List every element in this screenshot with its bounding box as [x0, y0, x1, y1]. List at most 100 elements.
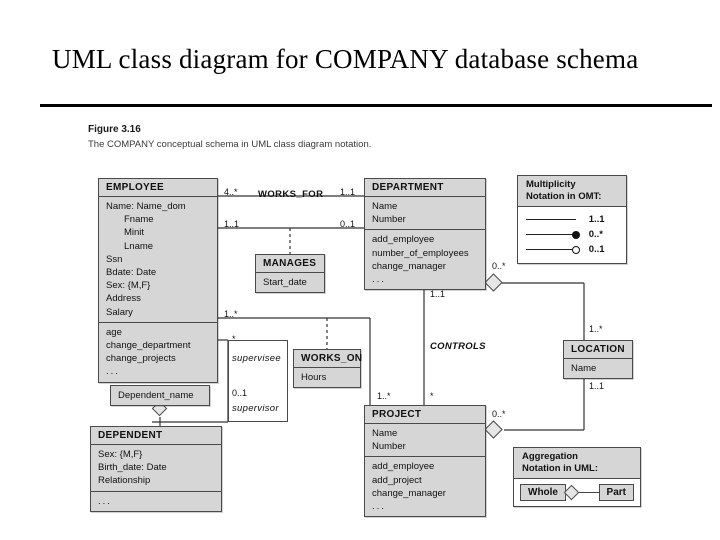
- legend-aggregation: Aggregation Notation in UML: Whole Part: [513, 447, 641, 507]
- legend-aggregation-body: Whole Part: [514, 479, 640, 506]
- op: add_employee: [372, 461, 435, 473]
- attr: Start_date: [263, 277, 307, 288]
- multiplicity-location-bottom: 1..1: [589, 381, 605, 391]
- legend-value: 0..1: [588, 244, 605, 255]
- op: add_project: [372, 474, 422, 486]
- class-project-title: PROJECT: [365, 406, 485, 424]
- attr: Name: [372, 201, 398, 212]
- class-works-on-title: WORKS_ON: [294, 350, 362, 368]
- legend-multiplicity-body: 1..1 0..* 0..1: [518, 207, 626, 263]
- class-dependent-operations: ...: [91, 490, 221, 511]
- attr: Name: Name_dom: [106, 201, 186, 212]
- legend-multiplicity-title-line2: Notation in OMT:: [526, 191, 602, 202]
- class-employee-title: EMPLOYEE: [99, 179, 217, 197]
- multiplicity-department-controls: 1..1: [430, 289, 446, 299]
- attr: Fname: [124, 214, 154, 226]
- attr: Bdate: Date: [106, 267, 157, 279]
- legend-multiplicity: Multiplicity Notation in OMT: 1..1 0..* …: [517, 175, 627, 264]
- op: change_manager: [372, 487, 446, 499]
- class-department-attributes: Name Number: [365, 197, 485, 229]
- attr: Sex: {M,F}: [98, 449, 143, 460]
- figure-label: Figure 3.16: [88, 124, 141, 135]
- association-label-works-for: WORKS_FOR: [258, 189, 324, 200]
- whole-chip: Whole: [520, 484, 566, 501]
- class-project-operations: add_employee add_project change_manager …: [365, 456, 485, 516]
- multiplicity-employee-works-on: 1..*: [224, 309, 238, 319]
- class-dependent-title: DEPENDENT: [91, 427, 221, 445]
- class-project[interactable]: PROJECT Name Number add_employee add_pro…: [364, 405, 486, 518]
- multiplicity-department-manages: 0..1: [340, 219, 356, 229]
- title-divider: [40, 104, 712, 107]
- class-manages-title: MANAGES: [256, 255, 324, 273]
- multiplicity-employee-manages: 1..1: [224, 219, 240, 229]
- class-dependent[interactable]: DEPENDENT Sex: {M,F} Birth_date: Date Re…: [90, 426, 222, 512]
- attr: Number: [372, 214, 406, 226]
- legend-aggregation-title-line2: Notation in UML:: [522, 463, 598, 474]
- attr: Salary: [106, 306, 133, 318]
- page-title: UML class diagram for COMPANY database s…: [52, 44, 639, 74]
- legend-multiplicity-title: Multiplicity Notation in OMT:: [518, 176, 626, 207]
- op: ...: [106, 366, 120, 378]
- attr: Name: [372, 428, 398, 439]
- filled-circle-icon: [526, 229, 583, 241]
- association-class-works-on[interactable]: WORKS_ON Hours: [293, 349, 362, 389]
- legend-aggregation-title: Aggregation Notation in UML:: [514, 448, 640, 479]
- legend-value: 1..1: [588, 214, 605, 225]
- multiplicity-project-controls: *: [430, 391, 434, 401]
- plain-line-icon: [526, 214, 583, 226]
- multiplicity-department-works-for: 1..1: [340, 187, 356, 197]
- op: ...: [372, 501, 386, 513]
- legend-value: 0..*: [588, 229, 603, 240]
- association-class-manages[interactable]: MANAGES Start_date: [255, 254, 325, 294]
- attr: Address: [106, 293, 141, 305]
- attr: Hours: [301, 372, 327, 383]
- multiplicity-employee-works-for: 4..*: [224, 187, 238, 197]
- class-location-attributes: Name: [564, 359, 632, 378]
- aggregation-example: Whole Part: [520, 484, 634, 501]
- class-employee-operations: age change_department change_projects ..…: [99, 321, 217, 382]
- multiplicity-employee-supervisee: *: [232, 334, 236, 344]
- class-location[interactable]: LOCATION Name: [563, 340, 633, 380]
- association-label-controls: CONTROLS: [430, 341, 486, 352]
- legend-row: 1..1: [526, 212, 618, 227]
- legend-row: 0..1: [526, 242, 618, 257]
- op: add_employee: [372, 234, 435, 246]
- attr: Number: [372, 441, 406, 453]
- op: change_projects: [106, 353, 176, 365]
- class-manages-attributes: Start_date: [256, 273, 324, 292]
- class-works-on-attributes: Hours: [294, 368, 360, 387]
- multiplicity-department-locations: 0..*: [492, 261, 506, 271]
- hollow-circle-icon: [526, 244, 583, 256]
- supervision-association-panel: [228, 340, 288, 422]
- op: ...: [98, 495, 112, 507]
- attr: Minit: [124, 227, 145, 239]
- legend-row: 0..*: [526, 227, 618, 242]
- op: age: [106, 326, 122, 338]
- class-department-title: DEPARTMENT: [365, 179, 485, 197]
- class-location-title: LOCATION: [564, 341, 632, 359]
- class-project-attributes: Name Number: [365, 424, 485, 456]
- attr: Ssn: [106, 253, 123, 265]
- class-department[interactable]: DEPARTMENT Name Number add_employee numb…: [364, 178, 486, 291]
- op: number_of_employees: [372, 247, 469, 259]
- multiplicity-location-top: 1..*: [589, 324, 603, 334]
- op: change_manager: [372, 260, 446, 272]
- class-employee-attributes: Name: Name_dom Fname Minit Lname Ssn Bda…: [99, 197, 217, 322]
- attr: Sex: {M,F}: [106, 280, 151, 292]
- class-department-operations: add_employee number_of_employees change_…: [365, 229, 485, 289]
- multiplicity-project-works-on: 1..*: [377, 391, 391, 401]
- attr: Birth_date: Date: [98, 462, 167, 474]
- figure-caption: The COMPANY conceptual schema in UML cla…: [88, 139, 372, 150]
- qualifier-label: Dependent_name: [118, 390, 194, 401]
- legend-multiplicity-title-line1: Multiplicity: [526, 179, 576, 190]
- class-employee[interactable]: EMPLOYEE Name: Name_dom Fname Minit Lnam…: [98, 178, 218, 383]
- multiplicity-employee-supervisor: 0..1: [232, 388, 248, 398]
- op: ...: [372, 274, 386, 286]
- role-label-supervisor: supervisor: [232, 403, 279, 414]
- qualifier-dependent-name[interactable]: Dependent_name: [110, 385, 210, 407]
- aggregation-diamond-icon: [563, 484, 600, 500]
- attr: Name: [571, 363, 597, 374]
- op: change_department: [106, 340, 191, 352]
